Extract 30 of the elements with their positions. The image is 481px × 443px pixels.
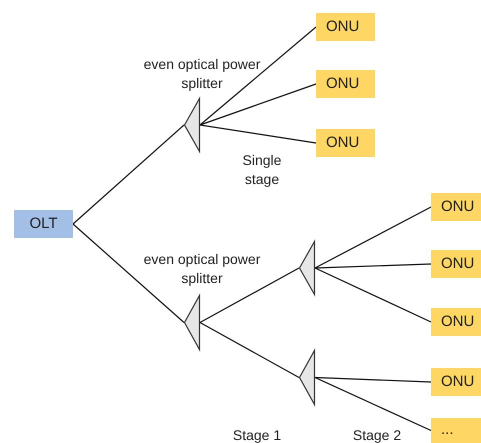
fiber-line <box>314 206 432 269</box>
onu-box: ONU <box>431 193 481 221</box>
fiber-line <box>314 376 432 432</box>
onu-box: ONU <box>431 308 481 336</box>
fiber-line <box>72 124 184 224</box>
onu-box: ONU <box>316 70 375 98</box>
splitter-triangle <box>299 350 315 405</box>
splitter-label: even optical power splitter <box>142 250 262 288</box>
fiber-line <box>200 267 300 324</box>
fiber-line <box>200 124 316 144</box>
splitter-triangle <box>184 295 200 350</box>
fiber-line <box>200 83 316 126</box>
fiber-line <box>314 263 432 269</box>
onu-box: ONU <box>431 368 481 396</box>
onu-box: ONU <box>316 13 375 41</box>
fiber-line <box>200 322 300 378</box>
splitter-triangle <box>184 98 200 152</box>
fiber-line <box>314 267 432 323</box>
splitter-label: even optical power splitter <box>142 55 262 93</box>
stage-label: Single stage <box>242 151 282 189</box>
fiber-line <box>200 26 316 126</box>
splitter-triangle <box>299 241 315 295</box>
stage-label: Stage 1 <box>232 426 282 443</box>
fiber-line <box>314 376 432 383</box>
onu-box: ... <box>431 418 481 443</box>
onu-box: ONU <box>431 250 481 278</box>
fiber-line <box>72 224 184 323</box>
onu-box: ONU <box>316 129 375 157</box>
stage-label: Stage 2 <box>352 426 402 443</box>
olt-box: OLT <box>14 210 73 238</box>
